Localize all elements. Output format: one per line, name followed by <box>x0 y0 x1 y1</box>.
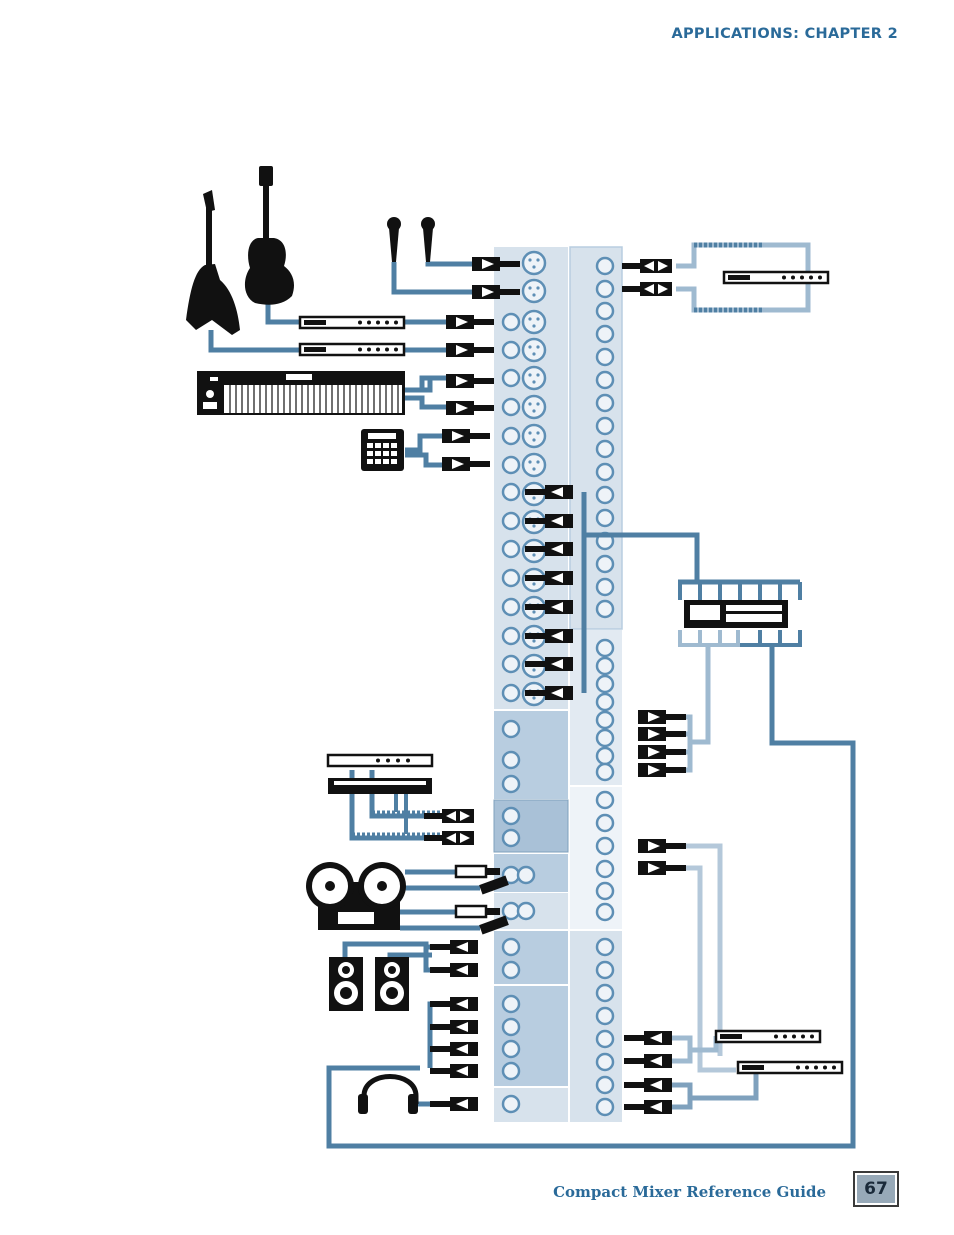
page-number: 67 <box>853 1171 899 1207</box>
rack-effects-unit-icon <box>328 755 432 794</box>
keyboard-synth-icon <box>197 371 405 415</box>
studio-monitor-icon <box>375 957 409 1011</box>
insert-jacks <box>597 258 613 1115</box>
electric-guitar-icon <box>245 166 294 305</box>
microphone-icon <box>387 217 401 262</box>
guide-title: Compact Mixer Reference Guide <box>553 1183 826 1201</box>
rack-effects-unit-icon <box>300 317 404 355</box>
power-amplifier-icon <box>684 600 788 628</box>
rack-effects-unit-icon <box>724 272 828 283</box>
electric-guitar-icon <box>186 190 240 335</box>
studio-monitor-icon <box>329 957 363 1011</box>
microphone-icon <box>421 217 435 262</box>
headphones-icon <box>358 1077 418 1115</box>
drum-machine-icon <box>361 429 404 471</box>
rack-effects-unit-icon <box>716 1031 842 1073</box>
reel-to-reel-tape-icon <box>306 862 406 930</box>
